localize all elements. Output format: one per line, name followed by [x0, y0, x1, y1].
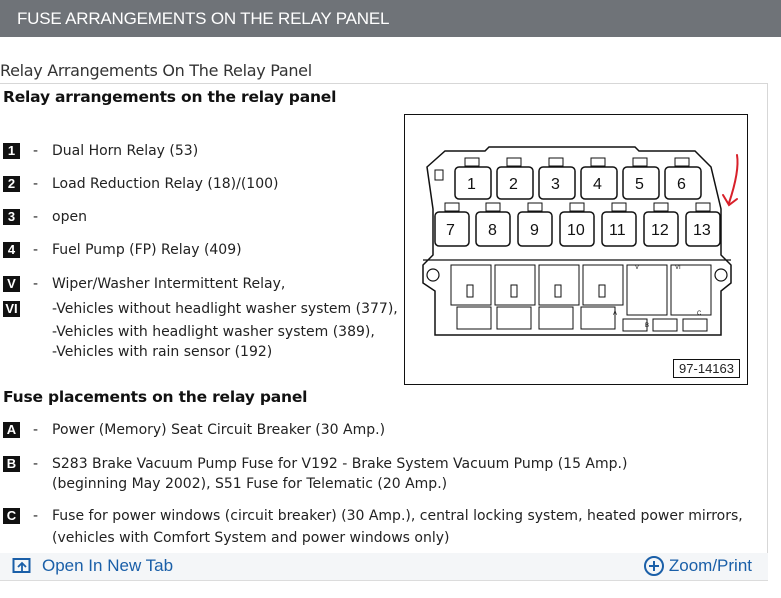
lower-strip: [423, 259, 731, 332]
fuse-item-c-line2: (vehicles with Comfort System and power …: [52, 530, 450, 546]
slot-12: 12: [651, 222, 669, 239]
fuse-item-b: B - S283 Brake Vacuum Pump Fuse for V192…: [3, 456, 627, 472]
slot-3: 3: [551, 176, 560, 193]
document-title-link[interactable]: Relay Arrangements On The Relay Panel: [0, 61, 312, 80]
figure-id: 97-14163: [673, 359, 740, 378]
slot-4: 4: [593, 176, 602, 193]
slot-13: 13: [693, 222, 711, 239]
slot-6: 6: [677, 176, 686, 193]
bottom-row-slots: [434, 202, 721, 247]
zoom-plus-icon: [643, 556, 664, 576]
annotation-arrow: [722, 154, 739, 207]
fuse-item-c: C - Fuse for power windows (circuit brea…: [3, 508, 743, 524]
slot-2: 2: [509, 176, 518, 193]
panel-outline: [422, 146, 732, 336]
label-b: B: [645, 323, 649, 329]
relay-panel-drawing: 1 2 3 4 5 6 7 8 9 10 11 12 13: [422, 146, 739, 336]
slot-9: 9: [530, 222, 539, 239]
badge-2: 2: [3, 176, 20, 192]
badge-v: V: [3, 276, 20, 292]
relay-item-3: 3 - open: [3, 209, 87, 225]
open-in-new-tab-link[interactable]: Open In New Tab: [12, 556, 173, 576]
relay-item-1: 1 - Dual Horn Relay (53): [3, 143, 198, 159]
label-a: A: [613, 311, 617, 317]
label-v: V: [635, 265, 639, 271]
fuse-section-title: Fuse placements on the relay panel: [3, 388, 308, 406]
badge-a: A: [3, 422, 20, 438]
relay-continuation-1: -Vehicles with headlight washer system (…: [52, 324, 375, 340]
zoom-print-label: Zoom/Print: [668, 556, 752, 575]
zoom-print-link[interactable]: Zoom/Print: [643, 555, 752, 577]
relay-item-vi: VI -Vehicles without headlight washer sy…: [3, 301, 398, 317]
badge-vi: VI: [3, 301, 20, 317]
slot-11: 11: [609, 222, 626, 239]
top-row-slots: [434, 157, 702, 200]
relay-section-title: Relay arrangements on the relay panel: [3, 88, 337, 106]
footer-bar: Open In New Tab Zoom/Print: [0, 553, 768, 581]
relay-item-2: 2 - Load Reduction Relay (18)/(100): [3, 176, 279, 192]
badge-c: C: [3, 508, 20, 524]
open-in-new-tab-icon: [12, 558, 31, 573]
relay-continuation-2: -Vehicles with rain sensor (192): [52, 344, 273, 360]
document-frame: Relay arrangements on the relay panel 1 …: [0, 83, 768, 553]
fuse-item-a: A - Power (Memory) Seat Circuit Breaker …: [3, 422, 385, 438]
open-in-new-tab-label: Open In New Tab: [42, 556, 174, 575]
relay-item-4: 4 - Fuel Pump (FP) Relay (409): [3, 242, 242, 258]
slot-8: 8: [488, 222, 497, 239]
slot-10: 10: [567, 222, 585, 239]
fuse-item-b-line2: (beginning May 2002), S51 Fuse for Telem…: [52, 476, 448, 492]
relay-panel-diagram[interactable]: 1 2 3 4 5 6 7 8 9 10 11 12 13: [404, 114, 748, 385]
slot-5: 5: [635, 176, 644, 193]
page-title: FUSE ARRANGEMENTS ON THE RELAY PANEL: [17, 9, 390, 28]
relay-item-v: V - Wiper/Washer Intermittent Relay,: [3, 276, 285, 292]
label-c: C: [697, 311, 702, 317]
page-header: FUSE ARRANGEMENTS ON THE RELAY PANEL: [0, 0, 781, 37]
badge-1: 1: [3, 143, 20, 159]
slot-7: 7: [446, 222, 455, 239]
slot-1: 1: [467, 176, 476, 193]
label-vi: VI: [675, 265, 681, 271]
badge-4: 4: [3, 242, 20, 258]
badge-3: 3: [3, 209, 20, 225]
badge-b: B: [3, 456, 20, 472]
